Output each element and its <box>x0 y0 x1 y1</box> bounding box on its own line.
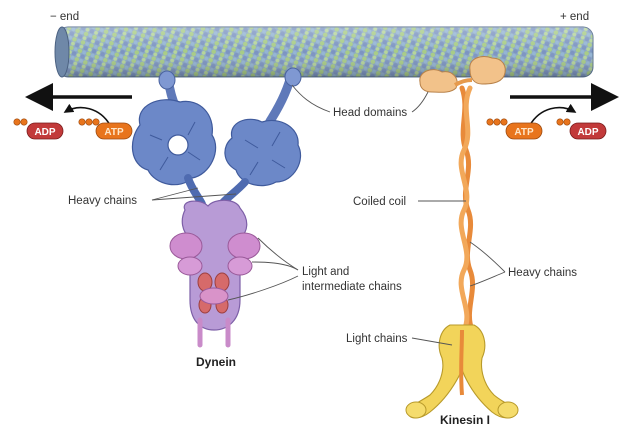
label-light-chains: Light chains <box>346 333 453 346</box>
kinesin-atp-pill <box>505 122 543 140</box>
kinesin-adp-pill <box>569 122 607 140</box>
leader-light-a <box>257 237 299 271</box>
dynein-head-right <box>224 118 302 187</box>
kinesin-atp-label: ATP <box>514 127 534 138</box>
label-light-intermediate: Light and intermediate chains <box>227 237 402 301</box>
dynein-light-chain-right <box>227 232 261 260</box>
kinesin-head-right <box>469 56 506 85</box>
head-domains-label: Head domains <box>333 107 407 119</box>
coiled-coil-label: Coiled coil <box>353 196 406 208</box>
light-chains-label: Light chains <box>346 333 408 345</box>
label-head-domains: Head domains <box>291 84 429 119</box>
leader-head-domains-dynein <box>291 84 331 113</box>
kinesin-heavy-chains-label: Heavy chains <box>508 267 577 279</box>
leader-light-chains <box>411 337 453 346</box>
label-heavy-chains-kinesin: Heavy chains <box>469 241 577 287</box>
leader-light-c <box>227 275 299 301</box>
plus-end-label: + end <box>560 11 589 23</box>
kinesin-name-label: Kinesin I <box>440 413 490 427</box>
dynein-stalk-tip-right <box>284 67 302 87</box>
microtubule-minus-end-cap <box>54 26 70 78</box>
label-coiled-coil: Coiled coil <box>353 196 466 208</box>
dynein-stalk-tip-left <box>158 70 176 90</box>
leader-head-domains-kinesin <box>411 91 429 113</box>
leader-heavy-chains-b <box>151 193 237 201</box>
dynein-heavy-chains-label: Heavy chains <box>68 195 137 207</box>
kinesin-hydrolysis-arrow <box>529 103 577 126</box>
kinesin-motor <box>405 56 519 419</box>
dynein-light-chain-left <box>169 232 203 260</box>
dynein-adp-phosphate <box>13 118 21 126</box>
microtubule <box>54 26 594 78</box>
dynein-atp-cycle: ADP ATP <box>13 83 133 140</box>
kinesin-heavy-chain-b <box>458 85 473 333</box>
kinesin-adp-phosphate <box>556 118 564 126</box>
kinesin-atp-cycle: ATP ADP <box>486 83 619 140</box>
kinesin-head-left <box>419 69 458 93</box>
kinesin-heavy-chain-a <box>459 85 476 333</box>
dynein-atp-phosphate <box>78 118 86 126</box>
kinesin-atp-phosphate <box>486 118 494 126</box>
minus-end-label: − end <box>50 11 79 23</box>
dynein-hydrolysis-arrow <box>63 103 111 126</box>
leader-heavy-chains-a <box>151 187 199 201</box>
leader-light-b <box>251 261 299 271</box>
light-intermediate-label-line2: intermediate chains <box>302 281 402 293</box>
dynein-atp-label: ATP <box>104 127 124 138</box>
label-heavy-chains-dynein: Heavy chains <box>68 187 237 207</box>
dynein-adp-pill <box>26 122 64 140</box>
kinesin-adp-label: ADP <box>577 127 598 138</box>
dynein-head-ring-hole <box>167 134 189 156</box>
light-intermediate-label-line1: Light and <box>302 266 349 278</box>
dynein-atp-pill <box>95 122 133 140</box>
dynein-motor <box>131 67 302 348</box>
leader-kinesin-heavy-b <box>469 271 506 287</box>
dynein-heavy-chain-tail-left <box>184 174 206 208</box>
dynein-name-label: Dynein <box>196 355 236 369</box>
dynein-adp-label: ADP <box>34 127 55 138</box>
leader-kinesin-heavy-a <box>469 241 506 273</box>
